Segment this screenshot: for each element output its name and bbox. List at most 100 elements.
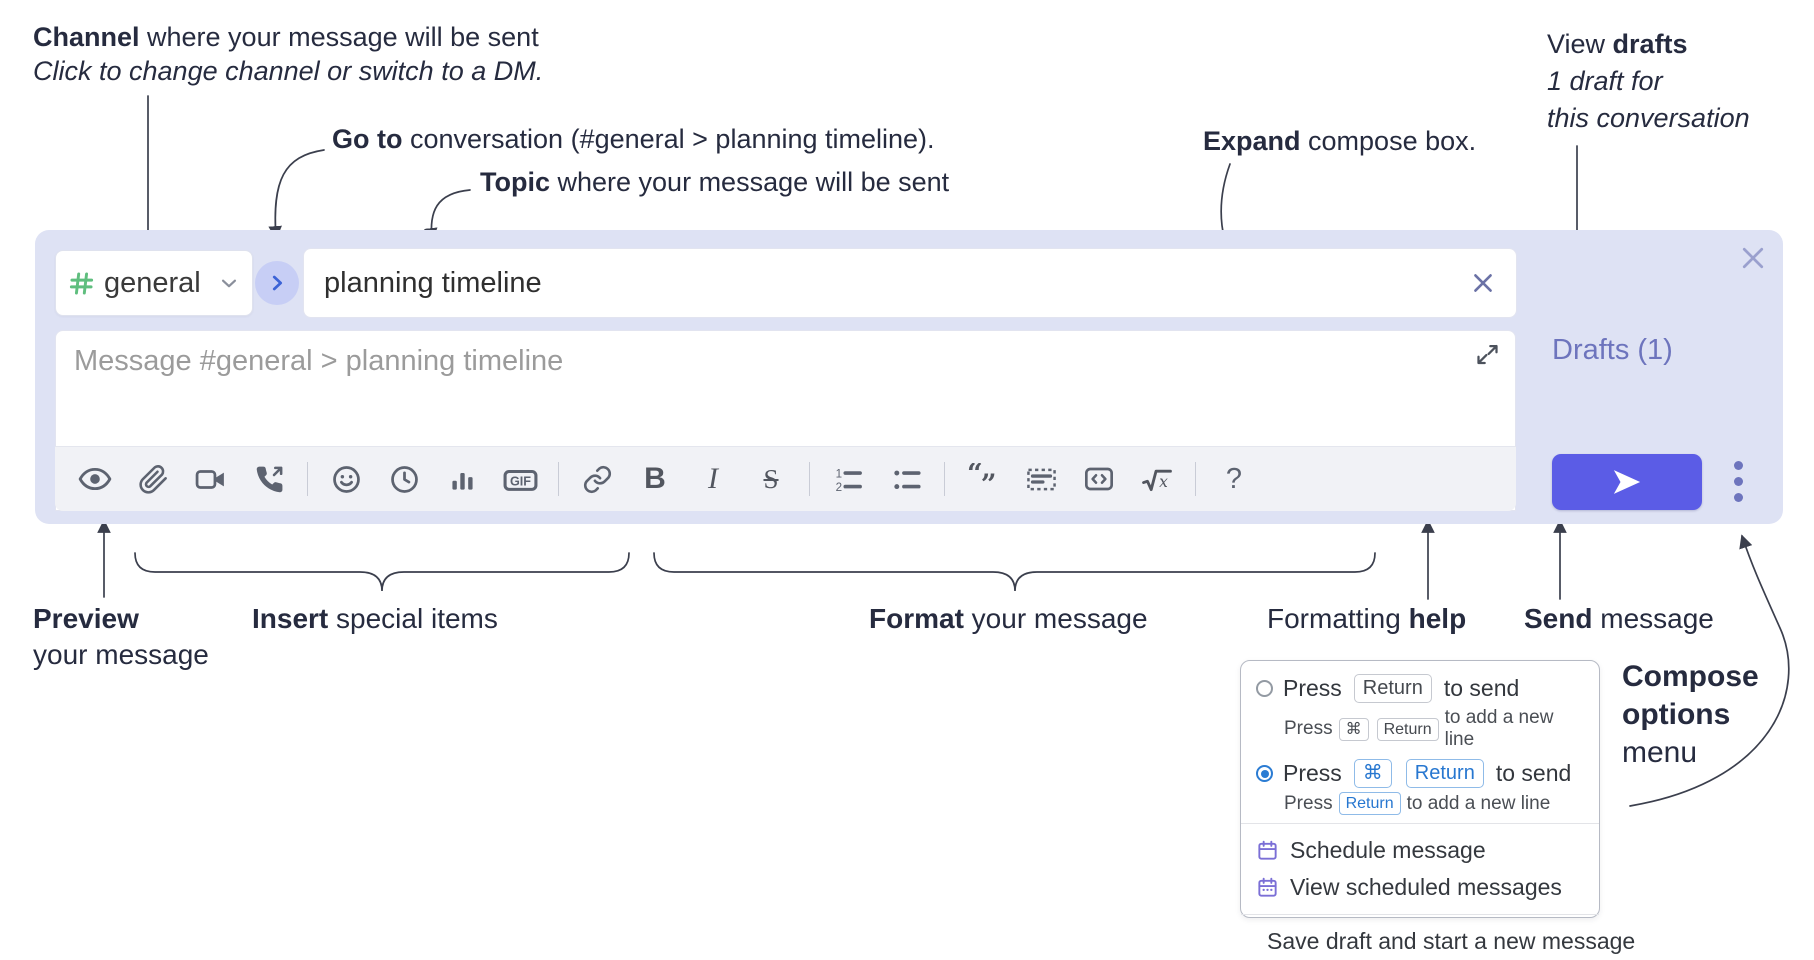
italic-icon: I (708, 462, 718, 495)
annotation-topic-bold: Topic (480, 167, 550, 197)
expand-compose-button[interactable] (1474, 341, 1501, 368)
video-camera-icon (195, 469, 224, 489)
bold-icon: B (644, 462, 666, 495)
annotation-topic-rest: where your message will be sent (550, 167, 950, 197)
strikethrough-icon: S (763, 463, 779, 494)
radio-selected-icon[interactable] (1256, 765, 1273, 782)
cmd-keycap: ⌘ (1338, 717, 1369, 741)
gif-label: GIF (509, 474, 530, 488)
option-return-sub: Press ⌘ Return to add a new line (1284, 707, 1584, 751)
poll-button[interactable] (442, 456, 482, 502)
close-compose-button[interactable] (1737, 242, 1769, 274)
label-send-bold: Send (1524, 603, 1593, 634)
quote-open: “ (967, 463, 983, 489)
video-call-button[interactable] (191, 456, 231, 502)
label-send-rest: message (1592, 603, 1714, 634)
numbered-list-button[interactable]: 1 2 (828, 456, 868, 502)
chevron-right-icon (266, 272, 288, 294)
annotation-view-drafts: View drafts 1 draft for this conversatio… (1547, 26, 1750, 137)
strikethrough-button[interactable]: S (751, 456, 791, 502)
spoiler-icon (1026, 468, 1056, 490)
topic-value: planning timeline (324, 266, 542, 299)
bulleted-list-button[interactable] (886, 456, 926, 502)
label-insert-rest: special items (328, 603, 498, 634)
toolbar-divider (809, 462, 810, 496)
preview-button[interactable] (75, 456, 115, 502)
label-formatting-help-pre: Formatting (1267, 603, 1409, 634)
channel-name: general (104, 266, 201, 299)
toolbar-divider (307, 462, 308, 496)
return-keycap: Return (1338, 792, 1401, 815)
topic-input[interactable]: planning timeline (303, 248, 1517, 318)
go-to-conversation-button[interactable] (255, 261, 299, 305)
toolbar-divider (944, 462, 945, 496)
message-placeholder: Message #general > planning timeline (74, 345, 564, 377)
option-cmd-return-to-send[interactable]: Press ⌘ Return to send (1256, 759, 1584, 788)
link-button[interactable] (577, 456, 617, 502)
math-button[interactable]: x (1137, 456, 1177, 502)
spoiler-button[interactable] (1021, 456, 1061, 502)
topic-clear-button[interactable] (1470, 270, 1496, 296)
audio-call-button[interactable] (249, 456, 289, 502)
dot (1734, 461, 1743, 470)
italic-button[interactable]: I (693, 456, 733, 502)
menu-item-save-draft[interactable]: Save draft and start a new message (1256, 923, 1635, 960)
radio-unselected-icon[interactable] (1256, 680, 1273, 697)
help-button[interactable]: ? (1214, 456, 1254, 502)
drafts-link[interactable]: Drafts (1) (1552, 334, 1673, 366)
annotation-goto-rest: conversation (#general > planning timeli… (402, 124, 935, 154)
connector-goto (268, 149, 325, 240)
attach-file-button[interactable] (133, 456, 173, 502)
annotation-view-drafts-bold: drafts (1612, 29, 1688, 59)
time-button[interactable] (384, 456, 424, 502)
label-format-bold: Format (869, 603, 964, 634)
label-compose-options: Compose options menu (1622, 658, 1759, 772)
label-formatting-help-bold: help (1408, 603, 1467, 634)
chevron-down-icon (218, 272, 240, 294)
option1-press: Press (1283, 675, 1342, 701)
compose-options-menu: Press Return to send Press ⌘ Return to a… (1240, 660, 1635, 954)
bold-button[interactable]: B (635, 456, 675, 502)
eye-icon (78, 467, 112, 491)
brace-format (653, 552, 1376, 592)
question-mark-icon: ? (1225, 462, 1243, 495)
label-compose-options-line1: Compose (1622, 660, 1759, 693)
menu-item-label: Schedule message (1290, 837, 1486, 863)
label-format: Format your message (869, 601, 1148, 637)
option2-sub-press: Press (1284, 792, 1333, 814)
option1-sub-press: Press (1284, 718, 1333, 739)
label-preview: Preview your message (33, 601, 209, 673)
annotation-expand-bold: Expand (1203, 126, 1301, 156)
label-insert-bold: Insert (252, 603, 329, 634)
menu-item-schedule-message[interactable]: Schedule message (1256, 832, 1584, 869)
option-cmd-return-sub: Press Return to add a new line (1284, 792, 1584, 815)
label-formatting-help: Formatting help (1267, 601, 1466, 637)
channel-hash-icon (68, 270, 95, 297)
option1-sub-suffix: to add a new line (1444, 707, 1554, 750)
compose-options-button[interactable] (1734, 461, 1743, 502)
menu-item-view-scheduled[interactable]: View scheduled messages (1256, 869, 1584, 906)
channel-selector[interactable]: general (55, 250, 253, 316)
quote-button[interactable]: “ ” (963, 456, 1003, 502)
code-button[interactable] (1079, 456, 1119, 502)
compose-toolbar: GIF B I S 1 2 “ ” (55, 446, 1516, 511)
emoji-button[interactable] (326, 456, 366, 502)
gif-button[interactable]: GIF (500, 456, 540, 502)
option-return-to-send[interactable]: Press Return to send (1256, 674, 1584, 703)
dot (1734, 477, 1743, 486)
annotation-expand-rest: compose box. (1300, 126, 1477, 156)
expand-icon (1477, 344, 1498, 365)
label-preview-bold: Preview (33, 603, 139, 634)
annotation-goto-bold: Go to (332, 124, 403, 154)
option2-press: Press (1283, 760, 1342, 786)
menu-divider (1241, 823, 1599, 824)
menu-item-label: Save draft and start a new message (1267, 928, 1636, 954)
annotation-expand: Expand compose box. (1203, 124, 1476, 158)
return-keycap: Return (1376, 717, 1439, 741)
send-button[interactable] (1552, 454, 1702, 510)
phone-call-icon (256, 466, 282, 492)
brace-insert (134, 552, 630, 592)
ol-2: 2 (835, 481, 841, 494)
menu-item-label: View scheduled messages (1290, 874, 1562, 900)
quote-close: ” (980, 468, 996, 496)
